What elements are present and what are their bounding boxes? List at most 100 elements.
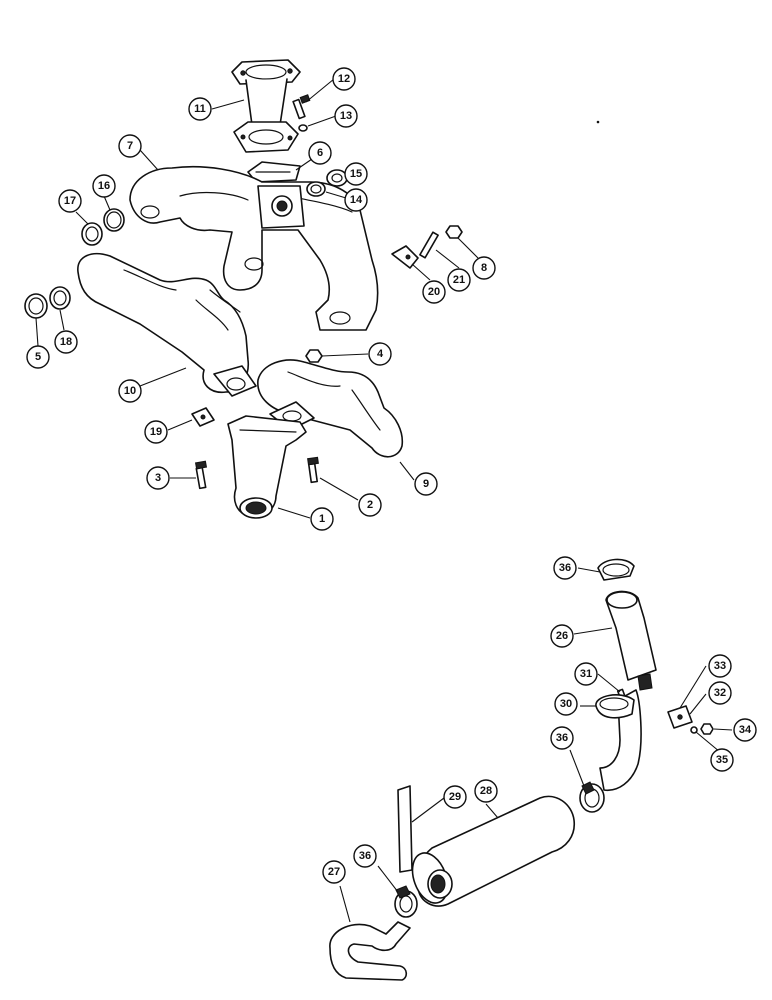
part-clamp-36-bottom [394,885,418,918]
svg-text:9: 9 [423,478,429,490]
part-muffler-28 [411,795,576,907]
svg-text:3: 3 [155,472,161,484]
svg-text:17: 17 [64,195,76,207]
svg-text:8: 8 [481,262,487,274]
svg-text:27: 27 [328,866,340,878]
svg-text:13: 13 [340,110,352,122]
callout-11: 11 [188,97,212,121]
callout-14: 14 [344,188,368,212]
svg-text:15: 15 [350,168,362,180]
svg-text:18: 18 [60,336,72,348]
callout-13: 13 [334,104,358,128]
part-exhaust-manifold-10 [77,252,257,397]
part-stud-21 [419,231,439,259]
callout-9: 9 [414,472,438,496]
callout-18: 18 [54,330,78,354]
callout-30: 30 [554,692,578,716]
callout-19: 19 [144,420,168,444]
part-elbow-pipe-11 [231,59,301,153]
svg-text:36: 36 [559,562,571,574]
svg-text:35: 35 [716,754,728,766]
callout-29: 29 [443,785,467,809]
callout-5: 5 [26,345,50,369]
part-seal-ring-18 [49,286,71,310]
svg-text:11: 11 [194,103,206,115]
svg-text:6: 6 [317,147,323,159]
svg-text:21: 21 [453,274,465,286]
part-clip-20 [391,245,419,269]
callout-6: 6 [308,141,332,165]
callout-36-middle: 36 [550,726,574,750]
callout-17: 17 [58,189,82,213]
part-exhaust-manifold-9 [257,359,404,458]
part-bolt-2 [307,456,319,484]
part-seal-ring-16 [103,208,125,232]
svg-text:26: 26 [556,630,568,642]
callout-26: 26 [550,624,574,648]
callout-10: 10 [118,379,142,403]
svg-text:33: 33 [714,660,726,672]
svg-text:28: 28 [480,785,492,797]
svg-text:34: 34 [739,724,752,736]
part-tailpipe-26 [599,590,657,791]
part-exhaust-outlet-1 [227,415,307,519]
callout-3: 3 [146,466,170,490]
svg-text:2: 2 [367,499,373,511]
callout-34: 34 [733,718,757,742]
callout-8: 8 [472,256,496,280]
svg-text:12: 12 [338,73,350,85]
callout-20: 20 [422,280,446,304]
part-washer-35 [690,726,698,734]
callout-32: 32 [708,681,732,705]
callout-31: 31 [574,662,598,686]
part-cap-screw-12 [292,94,311,120]
part-band-clamp-30 [595,694,635,719]
part-strap-29 [397,785,413,873]
svg-text:1: 1 [319,513,325,525]
part-seal-ring-5 [24,293,48,319]
part-nut-4 [305,349,323,363]
part-gasket-19 [191,407,215,427]
svg-text:32: 32 [714,687,726,699]
callout-16: 16 [92,174,116,198]
part-washer-13 [298,124,308,132]
part-plug-15 [326,169,348,187]
svg-text:7: 7 [127,140,133,152]
callout-27: 27 [322,860,346,884]
svg-text:10: 10 [124,385,136,397]
callout-35: 35 [710,748,734,772]
svg-text:20: 20 [428,286,440,298]
stray-dot [596,120,600,124]
part-gasket-ring-14 [306,181,326,197]
part-nut-34 [700,723,714,735]
part-nut-8 [445,225,463,239]
part-clamp-36-top [597,558,635,581]
svg-text:30: 30 [560,698,572,710]
svg-text:31: 31 [580,668,592,680]
svg-text:4: 4 [377,348,384,360]
callout-2: 2 [358,493,382,517]
svg-text:36: 36 [556,732,568,744]
callout-28: 28 [474,779,498,803]
part-seal-ring-17 [81,222,103,246]
part-bracket-32 [667,705,693,729]
callout-36-bottom: 36 [353,844,377,868]
callout-12: 12 [332,67,356,91]
svg-text:14: 14 [350,194,363,206]
svg-text:36: 36 [359,850,371,862]
callout-33: 33 [708,654,732,678]
part-clamp-36-middle [579,781,605,813]
part-exhaust-manifold-7 [129,165,379,331]
callout-7: 7 [118,134,142,158]
leader-lines [35,78,733,923]
callout-4: 4 [368,342,392,366]
svg-text:16: 16 [98,180,110,192]
svg-text:19: 19 [150,426,162,438]
callout-36-top: 36 [553,556,577,580]
callout-1: 1 [310,507,334,531]
svg-text:5: 5 [35,351,41,363]
svg-text:29: 29 [449,791,461,803]
callout-15: 15 [344,162,368,186]
callout-21: 21 [447,268,471,292]
